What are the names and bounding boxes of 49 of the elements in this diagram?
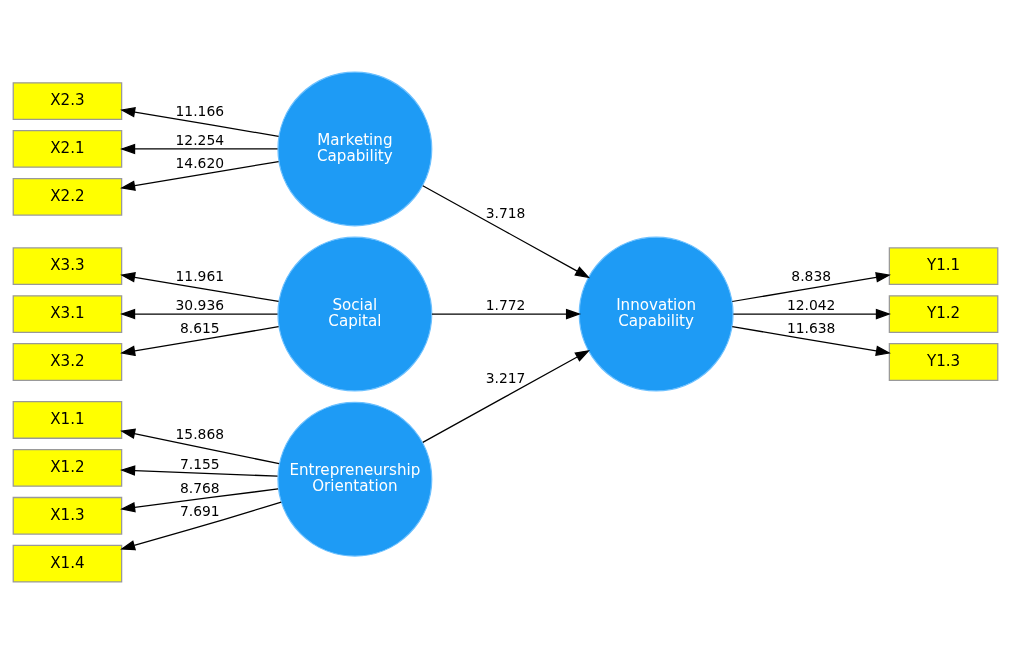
arrow xyxy=(731,325,891,356)
node-box: X2.2 xyxy=(12,177,123,216)
node-circle: Social Capital xyxy=(277,236,433,392)
edge-label: 8.615 xyxy=(179,319,220,336)
node-box: Y1.3 xyxy=(888,342,999,381)
edge-label: 8.768 xyxy=(179,479,220,496)
node-box: X2.3 xyxy=(12,81,123,120)
node-box: X1.4 xyxy=(12,544,123,583)
edge-label: 11.961 xyxy=(175,267,225,284)
node-box: X2.1 xyxy=(12,129,123,168)
arrow xyxy=(120,143,279,154)
arrow xyxy=(431,308,582,319)
node-box: Y1.2 xyxy=(888,294,999,333)
arrow xyxy=(120,500,282,550)
arrow xyxy=(120,106,280,137)
arrow xyxy=(422,184,591,278)
arrow xyxy=(120,464,279,477)
edge-label: 11.638 xyxy=(786,319,836,336)
arrow xyxy=(732,308,891,319)
arrow xyxy=(120,271,280,302)
arrow xyxy=(422,349,591,443)
node-box: X1.1 xyxy=(12,400,123,439)
edge-label: 30.936 xyxy=(175,296,225,313)
node-box: X3.1 xyxy=(12,294,123,333)
arrow xyxy=(120,160,280,191)
edge-label: 15.868 xyxy=(175,425,225,442)
node-box: X1.2 xyxy=(12,448,123,487)
node-circle: Entrepreneurship Orientation xyxy=(277,401,433,557)
arrow xyxy=(731,271,891,302)
node-circle: Marketing Capability xyxy=(277,70,433,226)
edge-label: 14.620 xyxy=(175,154,225,171)
arrow xyxy=(120,428,280,464)
edge-label: 7.155 xyxy=(179,455,220,472)
edge-label: 7.691 xyxy=(179,502,220,519)
arrow xyxy=(120,325,280,356)
node-box: X3.3 xyxy=(12,246,123,285)
edge-label: 12.042 xyxy=(786,296,836,313)
arrow xyxy=(120,487,279,513)
node-box: X1.3 xyxy=(12,496,123,535)
node-box: X3.2 xyxy=(12,342,123,381)
edge-label: 8.838 xyxy=(791,267,832,284)
node-circle: Innovation Capability xyxy=(578,236,734,392)
arrow xyxy=(120,308,279,319)
edge-label: 11.166 xyxy=(175,102,225,119)
edge-label: 3.718 xyxy=(485,204,526,221)
edge-label: 1.772 xyxy=(485,296,526,313)
node-box: Y1.1 xyxy=(888,246,999,285)
edge-label: 3.217 xyxy=(485,369,526,386)
edge-label: 12.254 xyxy=(175,131,225,148)
